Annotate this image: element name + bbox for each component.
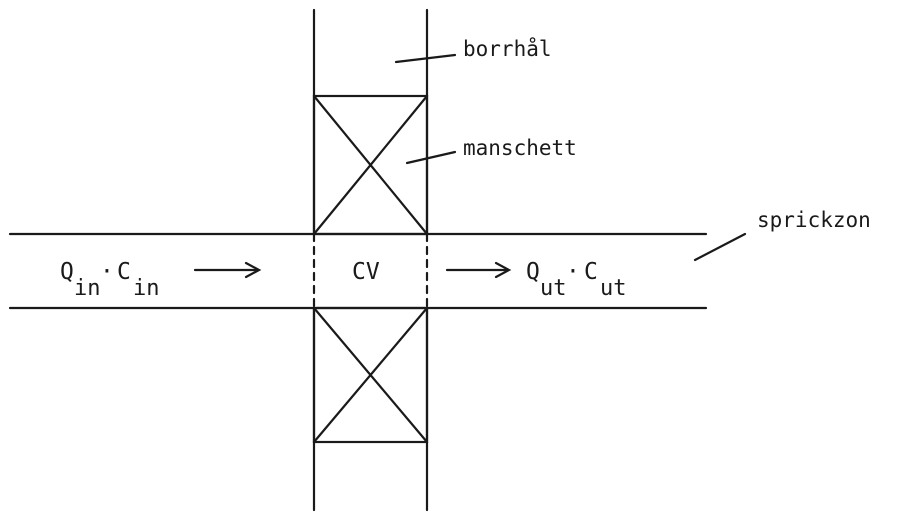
- control-volume-label: CV: [352, 259, 380, 285]
- inflow-q: Q: [60, 259, 74, 285]
- inflow-q-subscript: in: [74, 276, 101, 301]
- borehole-label: borrhål: [463, 36, 552, 61]
- fracture-zone-label: sprickzon: [757, 208, 871, 232]
- outflow-expression: Q ut · C ut: [526, 259, 627, 301]
- borehole-leader-line: [394, 53, 457, 64]
- inflow-expression: Q in · C in: [60, 259, 160, 301]
- inflow-c-subscript: in: [133, 276, 160, 301]
- inflow-arrow: [193, 261, 262, 279]
- outflow-c-subscript: ut: [600, 276, 627, 301]
- inflow-c: C: [117, 259, 131, 285]
- fracture-zone-leader-line: [693, 232, 747, 262]
- packer-leader-line: [405, 150, 457, 165]
- outflow-arrow: [445, 261, 512, 279]
- outflow-q: Q: [526, 259, 540, 285]
- inflow-dot: ·: [100, 259, 114, 285]
- upper-packer: [312, 94, 429, 236]
- packer-label: manschett: [463, 136, 577, 160]
- outflow-c: C: [584, 259, 598, 285]
- outflow-q-subscript: ut: [540, 276, 567, 301]
- lower-packer: [312, 306, 429, 444]
- outflow-dot: ·: [566, 259, 580, 285]
